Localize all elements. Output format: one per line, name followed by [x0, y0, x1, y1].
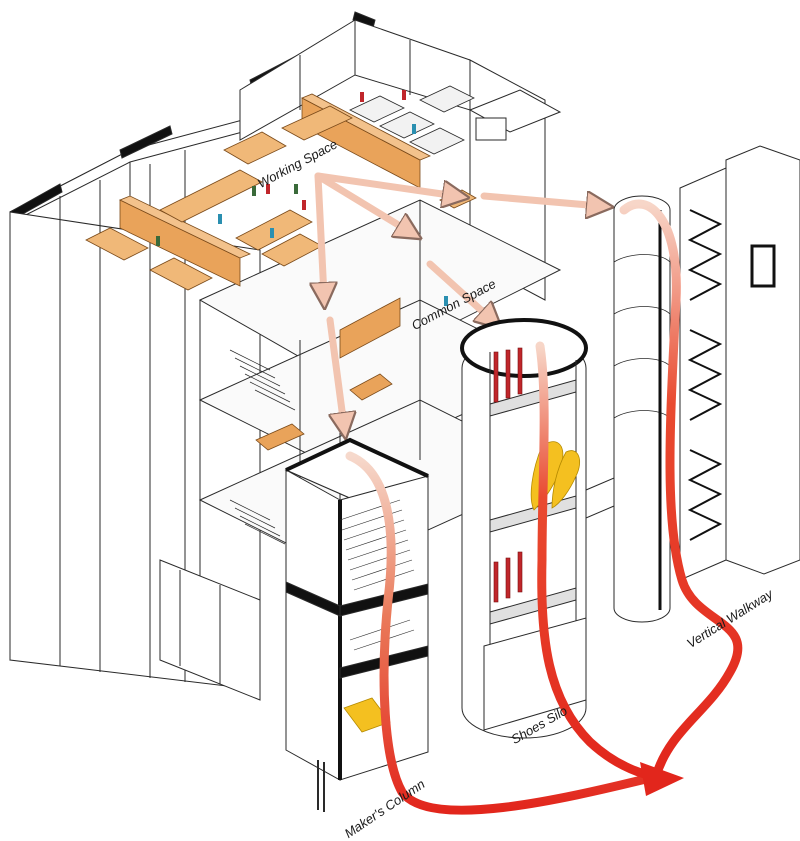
makers-column [284, 437, 430, 812]
flow-arrows [318, 172, 600, 426]
shoes-silo [460, 318, 588, 739]
vertical-walkway [585, 145, 800, 623]
circulation-path [345, 199, 743, 815]
working-space-furniture [85, 93, 477, 451]
people [156, 90, 448, 306]
white-tables [349, 85, 475, 155]
